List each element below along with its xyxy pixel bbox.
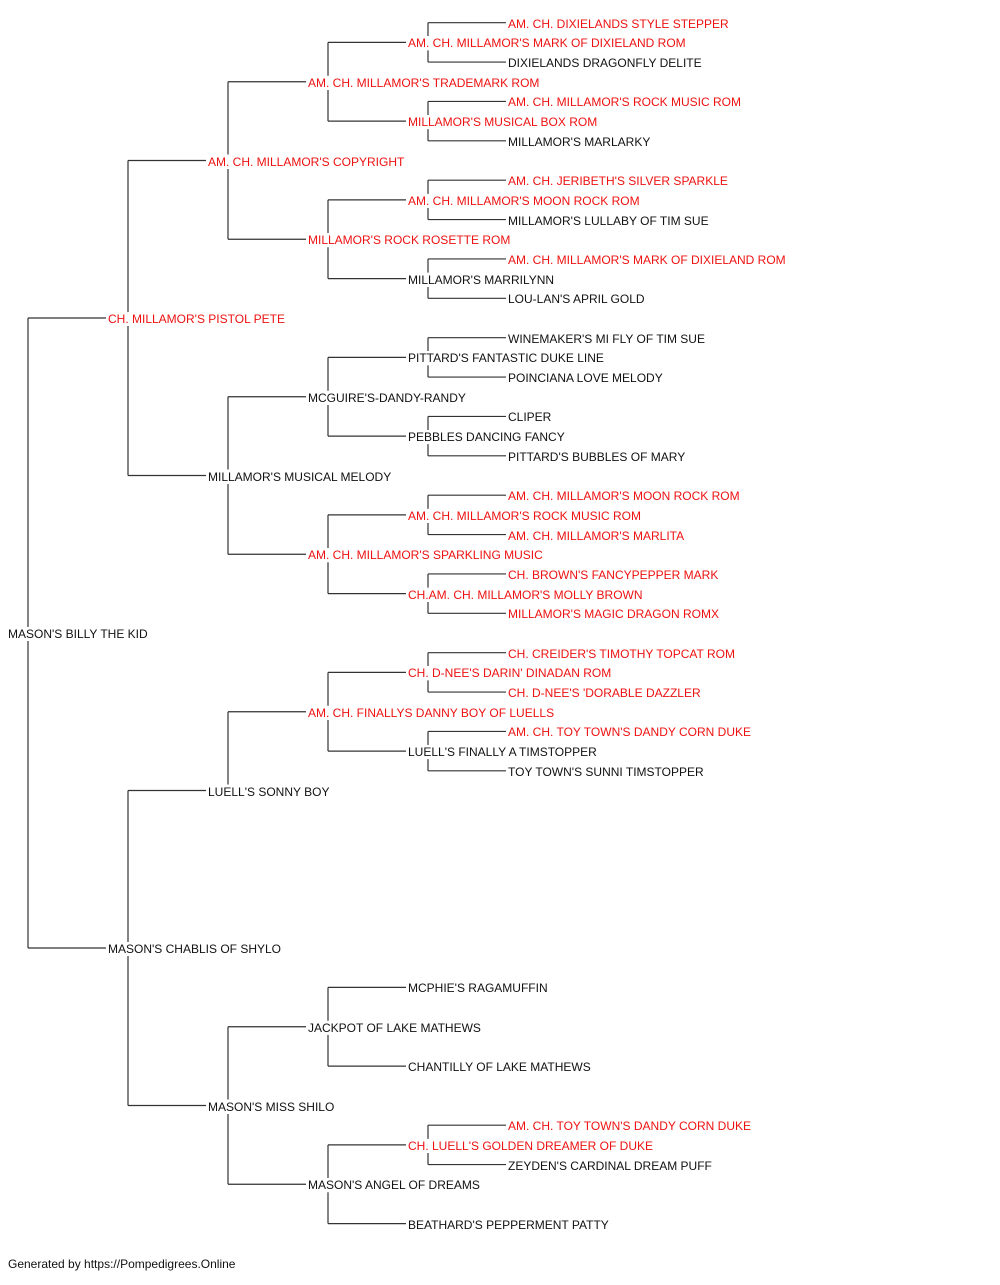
pedigree-entry-dam: MASON'S CHABLIS OF SHYLO (108, 942, 283, 956)
pedigree-entry-sire-sire-sire-dam: MILLAMOR'S MUSICAL BOX ROM (408, 115, 600, 130)
pedigree-entry-root: MASON'S BILLY THE KID (8, 627, 150, 641)
pedigree-entry-sire-dam-dam-dam-dam: MILLAMOR'S MAGIC DRAGON ROMX (508, 607, 721, 622)
pedigree-entry-sire-sire-dam-sire-sire: AM. CH. JERIBETH'S SILVER SPARKLE (508, 174, 730, 189)
pedigree-entry-dam-dam-dam: MASON'S ANGEL OF DREAMS (308, 1178, 482, 1193)
pedigree-entry-dam-dam-dam-sire-dam: ZEYDEN'S CARDINAL DREAM PUFF (508, 1158, 714, 1173)
pedigree-entry-sire-sire-sire-sire-dam: DIXIELANDS DRAGONFLY DELITE (508, 56, 704, 71)
pedigree-entry-sire-dam-dam-dam-sire: CH. BROWN'S FANCYPEPPER MARK (508, 567, 721, 582)
pedigree-entry-sire-sire-sire-dam-sire: AM. CH. MILLAMOR'S ROCK MUSIC ROM (508, 95, 743, 110)
pedigree-entry-sire-dam-dam-sire-dam: AM. CH. MILLAMOR'S MARLITA (508, 528, 687, 543)
pedigree-entry-dam-sire-sire-dam: LUELL'S FINALLY A TIMSTOPPER (408, 745, 599, 760)
pedigree-entry-dam-dam: MASON'S MISS SHILO (208, 1099, 337, 1114)
pedigree-entry-dam-dam-sire: JACKPOT OF LAKE MATHEWS (308, 1020, 483, 1035)
pedigree-entry-sire-sire-sire: AM. CH. MILLAMOR'S TRADEMARK ROM (308, 75, 542, 90)
pedigree-entry-sire-dam-sire: MCGUIRE'S-DANDY-RANDY (308, 390, 468, 405)
pedigree-entry-dam-sire-sire-sire-sire: CH. CREIDER'S TIMOTHY TOPCAT ROM (508, 646, 737, 661)
pedigree-entry-sire-dam-dam-dam: CH.AM. CH. MILLAMOR'S MOLLY BROWN (408, 587, 645, 602)
pedigree-entry-sire-sire-dam-dam-dam: LOU-LAN'S APRIL GOLD (508, 292, 647, 307)
pedigree-entry-dam-sire-sire-dam-sire: AM. CH. TOY TOWN'S DANDY CORN DUKE (508, 725, 753, 740)
pedigree-entry-sire-sire-dam-dam-sire: AM. CH. MILLAMOR'S MARK OF DIXIELAND ROM (508, 252, 788, 267)
generated-by-footer: Generated by https://Pompedigrees.Online (8, 1257, 236, 1271)
pedigree-entry-sire-dam-sire-sire: PITTARD'S FANTASTIC DUKE LINE (408, 351, 606, 366)
pedigree-entry-dam-sire-sire-sire: CH. D-NEE'S DARIN' DINADAN ROM (408, 666, 614, 681)
pedigree-entry-dam-sire: LUELL'S SONNY BOY (208, 784, 332, 799)
pedigree-entry-sire-sire-sire-sire-sire: AM. CH. DIXIELANDS STYLE STEPPER (508, 16, 731, 31)
pedigree-entry-sire-dam-sire-dam-sire: CLIPER (508, 410, 554, 425)
pedigree-entry-sire-dam-sire-dam: PEBBLES DANCING FANCY (408, 430, 567, 445)
pedigree-entry-sire-sire-dam-sire: AM. CH. MILLAMOR'S MOON ROCK ROM (408, 193, 642, 208)
pedigree-entry-sire-sire-sire-sire: AM. CH. MILLAMOR'S MARK OF DIXIELAND ROM (408, 36, 688, 51)
pedigree-entry-sire-dam-dam-sire-sire: AM. CH. MILLAMOR'S MOON ROCK ROM (508, 489, 742, 504)
pedigree-entry-dam-sire-sire-sire-dam: CH. D-NEE'S 'DORABLE DAZZLER (508, 686, 703, 701)
pedigree-entry-dam-dam-dam-dam: BEATHARD'S PEPPERMENT PATTY (408, 1217, 611, 1232)
pedigree-entry-sire-sire-dam-sire-dam: MILLAMOR'S LULLABY OF TIM SUE (508, 213, 711, 228)
pedigree-entry-sire-dam-sire-dam-dam: PITTARD'S BUBBLES OF MARY (508, 449, 688, 464)
pedigree-entry-sire: CH. MILLAMOR'S PISTOL PETE (108, 312, 287, 326)
pedigree-entry-sire-dam-sire-sire-dam: POINCIANA LOVE MELODY (508, 371, 665, 386)
pedigree-entry-sire-dam: MILLAMOR'S MUSICAL MELODY (208, 469, 394, 484)
pedigree-entry-dam-sire-sire-dam-dam: TOY TOWN'S SUNNI TIMSTOPPER (508, 764, 706, 779)
pedigree-entry-dam-dam-dam-sire-sire: AM. CH. TOY TOWN'S DANDY CORN DUKE (508, 1119, 753, 1134)
pedigree-entry-sire-sire-sire-dam-dam: MILLAMOR'S MARLARKY (508, 134, 653, 149)
pedigree-entry-dam-dam-sire-dam: CHANTILLY OF LAKE MATHEWS (408, 1060, 593, 1075)
pedigree-entry-sire-sire: AM. CH. MILLAMOR'S COPYRIGHT (208, 154, 407, 169)
pedigree-entry-sire-sire-dam: MILLAMOR'S ROCK ROSETTE ROM (308, 233, 513, 248)
pedigree-entry-sire-dam-dam: AM. CH. MILLAMOR'S SPARKLING MUSIC (308, 548, 545, 563)
pedigree-entry-sire-sire-dam-dam: MILLAMOR'S MARRILYNN (408, 272, 557, 287)
pedigree-entry-sire-dam-dam-sire: AM. CH. MILLAMOR'S ROCK MUSIC ROM (408, 508, 643, 523)
pedigree-entry-dam-sire-sire: AM. CH. FINALLYS DANNY BOY OF LUELLS (308, 705, 557, 720)
pedigree-entry-dam-dam-dam-sire: CH. LUELL'S GOLDEN DREAMER OF DUKE (408, 1138, 656, 1153)
pedigree-entry-dam-dam-sire-sire: MCPHIE'S RAGAMUFFIN (408, 981, 550, 996)
pedigree-entry-sire-dam-sire-sire-sire: WINEMAKER'S MI FLY OF TIM SUE (508, 331, 707, 346)
